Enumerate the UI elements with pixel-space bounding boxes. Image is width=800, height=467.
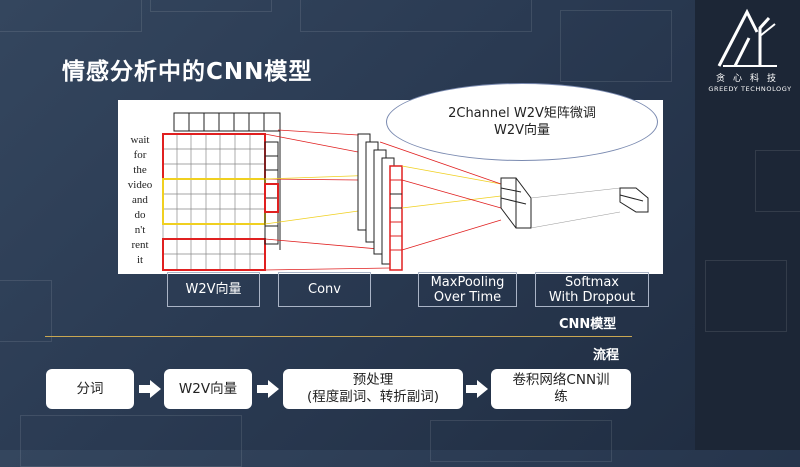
connection-line [264, 238, 391, 251]
word-label: video [128, 179, 153, 191]
cnn-diagram-svg: wait for the video and do n't rent it [128, 112, 649, 271]
stage-label-maxpooling: MaxPooling Over Time [418, 272, 517, 307]
slide-title: 情感分析中的CNN模型 [62, 59, 313, 85]
softmax-output [619, 187, 649, 213]
word-label: and [132, 194, 148, 206]
greedy-logo [705, 8, 795, 98]
matrix-side-column [264, 141, 279, 245]
bg-decoration [0, 280, 52, 342]
divider-line [45, 336, 632, 337]
word-label: it [137, 254, 143, 266]
bg-decoration [300, 0, 532, 32]
stage-label-line: MaxPooling [430, 274, 505, 290]
flow-step-cnn-training: 卷积网络CNN训 练 [491, 369, 631, 409]
bg-decoration [755, 150, 800, 212]
flow-step-w2v: W2V向量 [164, 369, 252, 409]
flow-step-text: (程度副词、转折副词) [306, 389, 440, 405]
flow-step-text: 卷积网络CNN训 [512, 372, 610, 388]
flow-step-text: 练 [554, 389, 568, 405]
pooling-vector [500, 177, 532, 229]
connection-line [264, 178, 359, 181]
flow-step-tokenize: 分词 [46, 369, 134, 409]
word-label: for [134, 149, 147, 161]
bg-decoration [0, 0, 142, 32]
connection-line [264, 133, 359, 153]
word-label: do [135, 209, 147, 221]
cnn-model-label: CNN模型 [559, 317, 617, 332]
connection-line [401, 219, 502, 251]
logo-english-name: GREEDY TECHNOLOGY [708, 85, 792, 93]
embedding-matrix-back [173, 112, 281, 250]
bg-decoration [560, 10, 672, 82]
connection-line [401, 165, 502, 185]
stage-label-w2v: W2V向量 [167, 272, 260, 307]
connection-line [264, 267, 391, 271]
bubble-line: 2Channel W2V矩阵微调 [448, 106, 596, 121]
connection-line [530, 187, 621, 199]
right-side-panel [695, 0, 800, 450]
logo-chinese-name: 贪心科技 [715, 74, 784, 84]
flow-label: 流程 [593, 348, 620, 363]
word-label: wait [131, 134, 150, 146]
flow-step-text: W2V向量 [178, 380, 238, 397]
connection-line [379, 141, 502, 185]
conv-feature-maps [357, 133, 403, 271]
word-label: n't [135, 224, 146, 236]
stage-label-line: With Dropout [548, 289, 636, 305]
bg-decoration [705, 260, 787, 332]
flow-step-text: 分词 [76, 380, 104, 397]
stage-label-line: Softmax [565, 274, 619, 290]
bg-decoration [430, 420, 612, 462]
connection-line [277, 129, 359, 136]
bg-decoration [20, 415, 242, 467]
flow-step-text: 预处理 [352, 372, 394, 388]
stage-label-softmax: Softmax With Dropout [535, 272, 649, 307]
annotation-bubble: 2Channel W2V矩阵微调 W2V向量 [386, 83, 658, 161]
stage-label-line: Over Time [433, 289, 502, 305]
connection-line [401, 179, 502, 209]
connection-line [401, 195, 502, 209]
connection-line [530, 211, 621, 229]
word-label: the [133, 164, 147, 176]
word-label: rent [131, 239, 148, 251]
stage-label-conv: Conv [278, 272, 371, 307]
embedding-matrix [162, 133, 266, 271]
flow-step-preprocess: 预处理 (程度副词、转折副词) [283, 369, 463, 409]
filter-highlight [162, 238, 266, 271]
bg-decoration [150, 0, 272, 12]
bubble-line: W2V向量 [493, 123, 551, 138]
